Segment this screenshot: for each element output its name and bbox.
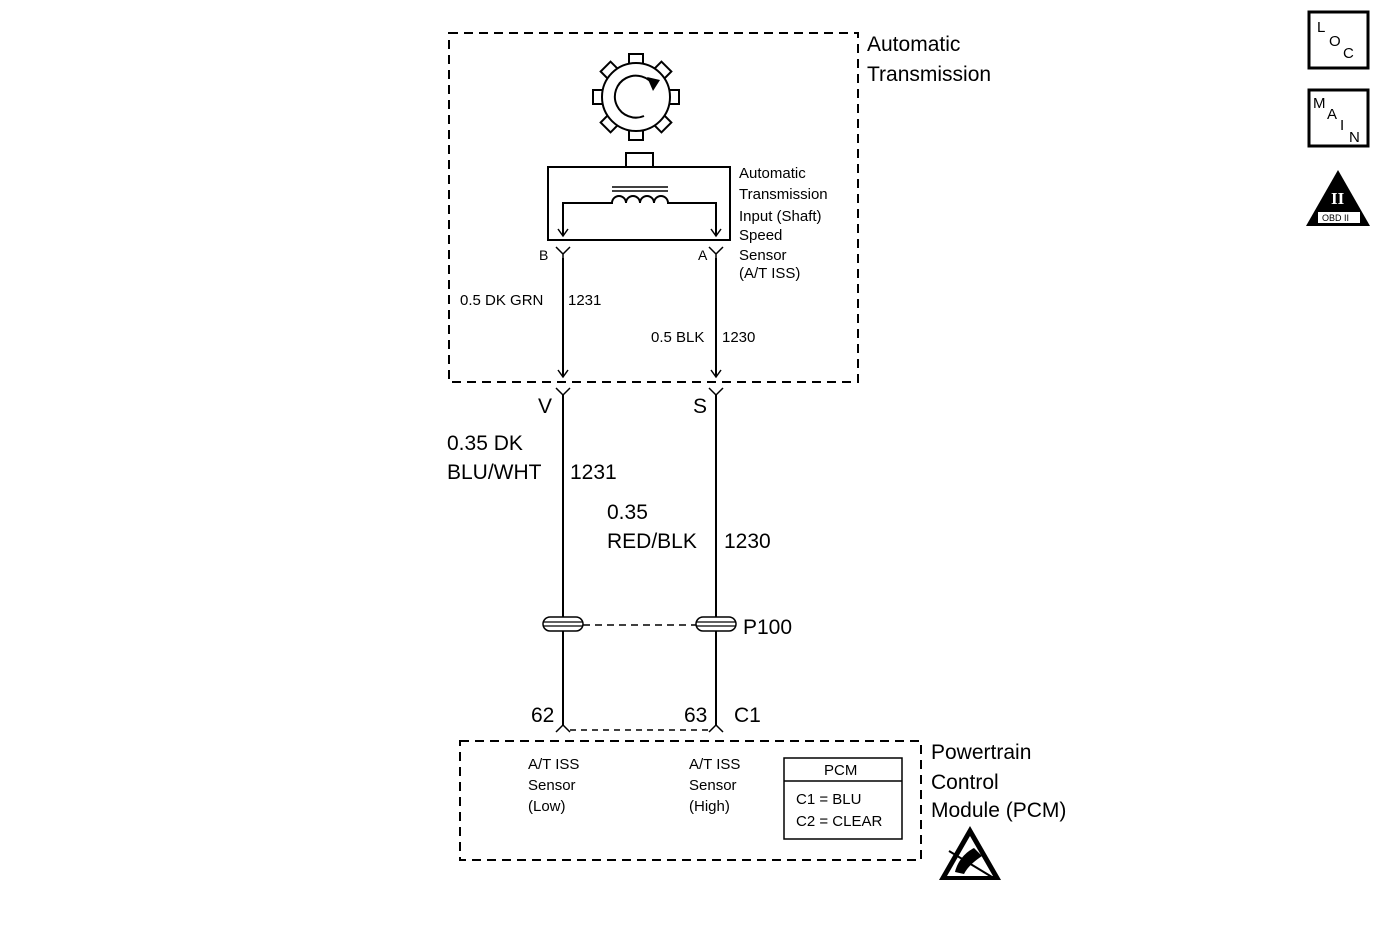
- pcm-table-row1: C1 = BLU: [796, 791, 861, 808]
- pcm-connector-c1: C1: [734, 704, 761, 727]
- sensor-label-line2: Transmission: [739, 186, 828, 203]
- pcm-pin-left-symbol: [555, 723, 571, 733]
- transmission-box: [448, 32, 859, 383]
- wire-upper-left-label: 0.5 DK GRN: [460, 292, 543, 309]
- main-letter-a: A: [1327, 106, 1337, 123]
- wire-lower-left-label-line1: 0.35 DK: [447, 432, 523, 455]
- pcm-title-line1: Powertrain: [931, 741, 1031, 764]
- main-letter-m: M: [1313, 95, 1326, 112]
- wire-lower-right-label-line1: 0.35: [607, 501, 648, 524]
- sensor-label-line3: Input (Shaft): [739, 208, 822, 225]
- transmission-title-line1: Automatic: [867, 33, 960, 56]
- loc-icon[interactable]: L O C: [1307, 10, 1370, 70]
- pcm-high-line1: A/T ISS: [689, 756, 740, 773]
- pcm-table-row2: C2 = CLEAR: [796, 813, 882, 830]
- connector-pin-s: S: [693, 395, 707, 418]
- sensor-label-line5: Sensor: [739, 247, 787, 264]
- main-letter-n: N: [1349, 129, 1360, 146]
- wire-lower-left-label-line2: BLU/WHT: [447, 461, 542, 484]
- obd-ii-numeral: II: [1331, 189, 1345, 208]
- speed-sensor: [547, 152, 731, 241]
- sensor-label-line6: (A/T ISS): [739, 265, 800, 282]
- pcm-title-line2: Control: [931, 771, 999, 794]
- main-icon[interactable]: M A I N: [1307, 88, 1370, 148]
- connector-s-symbol: [708, 387, 724, 397]
- wire-lower-right-circuit: 1230: [724, 530, 771, 553]
- sensor-pin-a: A: [698, 247, 708, 263]
- wire-lower-right-label-line2: RED/BLK: [607, 530, 697, 553]
- transmission-title-line2: Transmission: [867, 63, 991, 86]
- sensor-label-line4: Speed: [739, 227, 782, 244]
- pcm-low-line1: A/T ISS: [528, 756, 579, 773]
- wire-upper-right-circuit: 1230: [722, 329, 755, 346]
- pcm-title-line3: Module (PCM): [931, 799, 1066, 822]
- inline-connector-left: [542, 616, 584, 632]
- pcm-low-line3: (Low): [528, 798, 566, 815]
- wire-upper-left-circuit: 1231: [568, 292, 601, 309]
- pcm-pin-right-symbol: [708, 723, 724, 733]
- obd-ii-label: OBD II: [1322, 213, 1349, 223]
- wire-lower-left-circuit: 1231: [570, 461, 617, 484]
- pcm-pin-63: 63: [684, 704, 707, 727]
- pcm-low-line2: Sensor: [528, 777, 576, 794]
- pcm-high-line3: (High): [689, 798, 730, 815]
- pcm-high-line2: Sensor: [689, 777, 737, 794]
- connector-v-symbol: [555, 387, 571, 397]
- loc-letter-l: L: [1317, 19, 1325, 36]
- pcm-pin-62: 62: [531, 704, 554, 727]
- inline-connector-right: [695, 616, 737, 632]
- main-letter-i: I: [1340, 117, 1344, 134]
- sensor-label-line1: Automatic: [739, 165, 806, 182]
- connector-pin-v: V: [538, 395, 552, 418]
- pcm-connector-table: [783, 757, 903, 840]
- loc-letter-o: O: [1329, 33, 1341, 50]
- reluctor-wheel-icon: [592, 53, 680, 141]
- connector-p100-label: P100: [743, 616, 792, 639]
- esd-warning-icon: [939, 826, 1001, 880]
- pcm-table-header: PCM: [824, 762, 857, 779]
- obd-ii-icon[interactable]: II OBD II: [1306, 170, 1370, 226]
- wire-upper-right-label: 0.5 BLK: [651, 329, 704, 346]
- sensor-pin-b: B: [539, 247, 548, 263]
- pcm-box: [459, 740, 922, 861]
- loc-letter-c: C: [1343, 45, 1354, 62]
